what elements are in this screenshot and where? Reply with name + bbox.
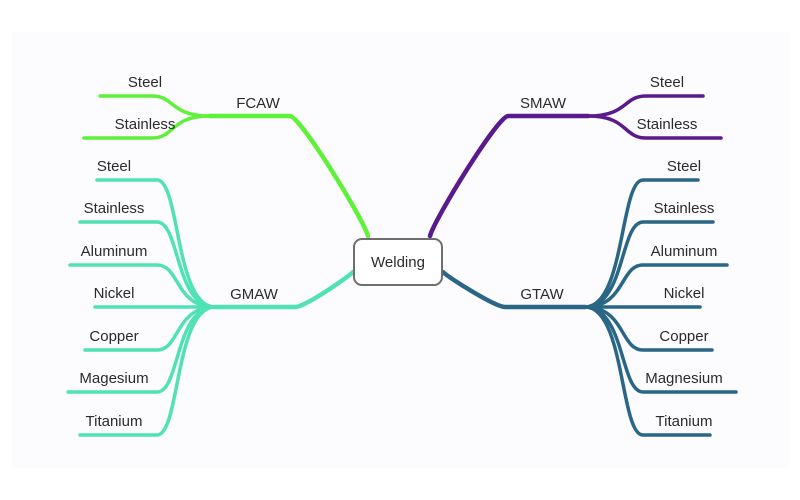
- leaf-label[interactable]: Stainless: [637, 116, 698, 133]
- branch-line-fcaw: [207, 113, 371, 239]
- leaf-label[interactable]: Copper: [89, 328, 138, 345]
- leaf-label[interactable]: Magnesium: [645, 370, 723, 387]
- leaf-label[interactable]: Stainless: [84, 200, 145, 217]
- branch-line-gmaw: [212, 269, 356, 310]
- center-node[interactable]: Welding: [353, 238, 443, 286]
- leaf-label[interactable]: Steel: [650, 74, 684, 91]
- leaf-label[interactable]: Aluminum: [651, 243, 718, 260]
- leaf-line-gtaw: [583, 220, 715, 309]
- leaf-label[interactable]: Stainless: [115, 116, 176, 133]
- branch-line-gtaw: [440, 269, 588, 310]
- leaf-label[interactable]: Steel: [97, 158, 131, 175]
- leaf-label[interactable]: Titanium: [656, 413, 713, 430]
- leaf-line-gmaw: [78, 305, 217, 437]
- leaf-line-gtaw: [583, 263, 729, 309]
- leaf-label[interactable]: Stainless: [654, 200, 715, 217]
- leaf-label[interactable]: Steel: [128, 74, 162, 91]
- leaf-line-gtaw: [583, 305, 712, 437]
- branch-label-gtaw: GTAW: [520, 286, 564, 303]
- leaf-line-gtaw: [583, 178, 700, 309]
- branch-label-smaw: SMAW: [520, 95, 567, 112]
- leaf-label[interactable]: Nickel: [94, 285, 135, 302]
- branch-label-gmaw: GMAW: [230, 286, 279, 303]
- leaf-label[interactable]: Nickel: [664, 285, 705, 302]
- leaf-label[interactable]: Steel: [667, 158, 701, 175]
- leaf-line-gmaw: [95, 178, 217, 309]
- leaf-label[interactable]: Magesium: [79, 370, 148, 387]
- leaf-line-smaw: [586, 114, 723, 140]
- leaf-line-fcaw: [98, 94, 212, 118]
- leaf-line-gmaw: [68, 263, 217, 309]
- leaf-line-smaw: [586, 94, 705, 118]
- branch-gmaw[interactable]: GMAW SteelStainlessAluminumNickelCopperMa…: [66, 158, 356, 437]
- branch-gtaw[interactable]: GTAW SteelStainlessAluminumNickelCopperMa…: [440, 158, 738, 437]
- leaf-line-gmaw: [78, 220, 217, 309]
- branch-label-fcaw: FCAW: [236, 95, 280, 112]
- leaf-label[interactable]: Titanium: [86, 413, 143, 430]
- leaf-label[interactable]: Aluminum: [81, 243, 148, 260]
- center-node-label: Welding: [371, 253, 425, 271]
- leaf-label[interactable]: Copper: [659, 328, 708, 345]
- branch-line-smaw: [427, 113, 591, 239]
- leaf-line-fcaw: [82, 114, 212, 140]
